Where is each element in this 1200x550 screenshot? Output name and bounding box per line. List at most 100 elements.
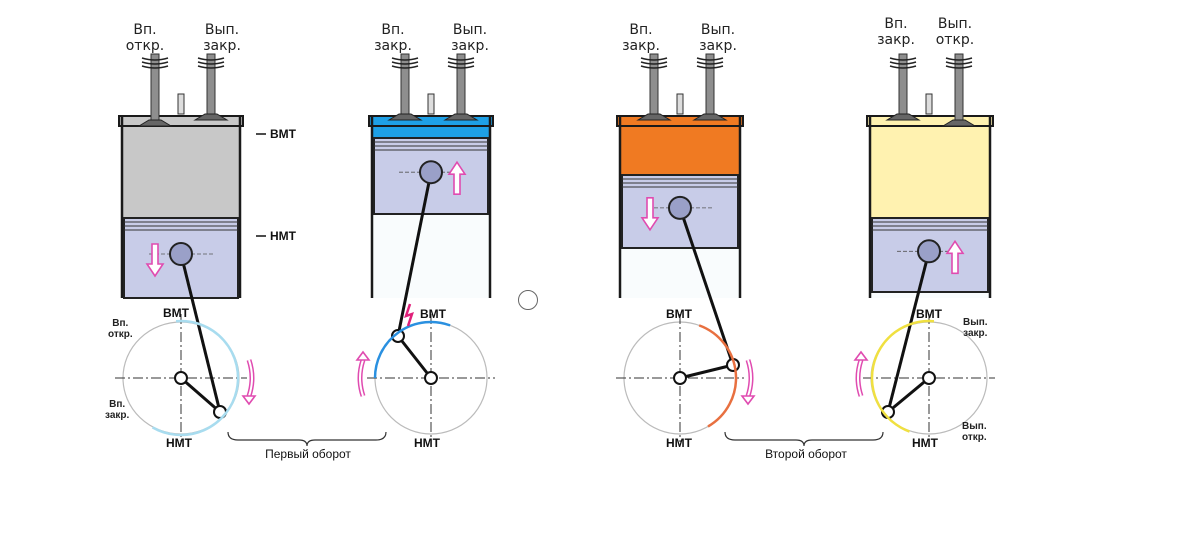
valve-head-intake-1 — [387, 113, 423, 121]
spark-plug-0 — [177, 93, 185, 115]
cylinder-head-0 — [118, 115, 244, 127]
wrist-pin-1 — [419, 160, 443, 185]
valve-spring-exhaust-1 — [447, 61, 475, 65]
wrist-pin-2 — [668, 195, 692, 220]
valve-spring-intake-1 — [391, 61, 419, 65]
crank-bdc-label-3: НМТ — [666, 436, 692, 450]
connecting-rod-0 — [179, 253, 222, 413]
second-revolution-brace — [724, 431, 884, 447]
piston-motion-arrow-2 — [640, 197, 660, 232]
rotation-arrowhead-2 — [740, 395, 756, 406]
valve-head-exhaust-2 — [692, 113, 728, 121]
second-revolution-label: Второй оборот — [765, 447, 847, 461]
crank-arm-2 — [679, 363, 734, 380]
rotation-arrowhead-0 — [241, 395, 257, 406]
cylinder-head-2 — [616, 115, 744, 127]
intake-valve-label-2: Вп.закр. — [374, 22, 412, 54]
combustion-chamber-2 — [620, 118, 740, 175]
crank-tdc-label-1: ВМТ — [163, 306, 189, 320]
connecting-rod-2 — [678, 207, 735, 366]
crank-tdc-label-3: ВМТ — [666, 307, 692, 321]
spark-plug-2 — [676, 93, 684, 115]
combustion-chamber-0 — [122, 118, 240, 218]
crank-bdc-label-4: НМТ — [912, 436, 938, 450]
valve-spring-intake-2 — [640, 57, 668, 61]
intake-valve-label-4: Вп.закр. — [877, 16, 915, 48]
crankshaft-center-2 — [673, 371, 687, 385]
valve-head-exhaust-1 — [443, 113, 479, 121]
radio-button[interactable] — [518, 290, 538, 310]
valve-head-intake-3 — [885, 113, 921, 121]
valve-head-intake-2 — [636, 113, 672, 121]
valve-head-exhaust-0 — [193, 113, 229, 121]
piston-motion-arrow-0 — [145, 243, 165, 278]
valve-spring-exhaust-2 — [696, 65, 724, 69]
valve-spring-exhaust-1 — [447, 57, 475, 61]
compression-arc — [373, 320, 451, 379]
exhaust-valve-label-2: Вып.закр. — [451, 22, 489, 54]
valve-spring-exhaust-0 — [197, 57, 225, 61]
connecting-rod-1 — [396, 171, 433, 337]
valve-head-exhaust-3 — [941, 119, 977, 127]
intake-valve-label-1: Вп.откр. — [125, 22, 165, 54]
valve-spring-intake-3 — [889, 61, 917, 65]
combustion-chamber-3 — [870, 118, 990, 218]
crank-arm-0 — [180, 376, 221, 414]
piston-motion-arrow-1 — [447, 160, 467, 195]
crankshaft-center-1 — [424, 371, 438, 385]
valve-spring-exhaust-0 — [197, 65, 225, 69]
exhaust-valve-label-4: Вып.откр. — [935, 16, 975, 48]
wrist-pin-3 — [917, 239, 941, 264]
connecting-rod-3 — [886, 250, 931, 413]
valve-spring-intake-2 — [640, 61, 668, 65]
exhaust-valve-label-1: Вып.закр. — [203, 22, 241, 54]
valve-spring-intake-3 — [889, 57, 917, 61]
crank-arm-1 — [396, 335, 433, 379]
valve-spring-intake-2 — [640, 65, 668, 69]
spark-plug-3 — [925, 93, 933, 115]
intake-close-note: Вп.закр. — [105, 399, 130, 421]
first-revolution-brace — [227, 431, 387, 447]
valve-head-intake-0 — [137, 119, 173, 127]
piston-motion-arrow-3 — [945, 239, 965, 275]
cylinder-head-1 — [368, 115, 494, 127]
spark-plug-1 — [427, 93, 435, 115]
bdc-side-label: НМТ — [270, 229, 296, 243]
rotation-arrow-inner-1 — [359, 359, 364, 397]
valve-spring-intake-0 — [141, 65, 169, 69]
valve-spring-exhaust-0 — [197, 61, 225, 65]
valve-spring-exhaust-3 — [945, 65, 973, 69]
rotation-arrowhead-3 — [853, 350, 869, 361]
valve-spring-intake-0 — [141, 57, 169, 61]
crank-tdc-label-4: ВМТ — [916, 307, 942, 321]
rotation-arrowhead-1 — [355, 350, 371, 361]
intake-valve-label-3: Вп.закр. — [622, 22, 660, 54]
exhaust-valve-label-3: Вып.закр. — [699, 22, 737, 54]
valve-spring-exhaust-2 — [696, 61, 724, 65]
crank-bdc-label-1: НМТ — [166, 436, 192, 450]
rotation-arrow-inner-0 — [248, 359, 253, 397]
cylinder-head-3 — [866, 115, 994, 127]
exhaust-arc — [870, 319, 935, 433]
crankshaft-center-0 — [174, 371, 188, 385]
valve-spring-exhaust-1 — [447, 65, 475, 69]
valve-spring-intake-1 — [391, 57, 419, 61]
intake-open-note: Вп.откр. — [108, 318, 133, 340]
exhaust-close-note: Вып.закр. — [963, 317, 988, 339]
valve-spring-exhaust-3 — [945, 57, 973, 61]
crank-pin-1 — [391, 329, 405, 343]
spark-icon — [404, 303, 414, 327]
valve-spring-intake-1 — [391, 65, 419, 69]
valve-spring-exhaust-2 — [696, 57, 724, 61]
rotation-arrow-inner-3 — [857, 359, 862, 397]
first-revolution-label: Первый оборот — [265, 447, 351, 461]
intake-arc — [151, 319, 240, 437]
crank-bdc-label-2: НМТ — [414, 436, 440, 450]
crank-tdc-label-2: ВМТ — [420, 307, 446, 321]
rotation-arrow-inner-2 — [747, 359, 752, 397]
tdc-side-label: ВМТ — [270, 127, 296, 141]
exhaust-open-note: Вып.откр. — [962, 421, 987, 443]
valve-spring-exhaust-3 — [945, 61, 973, 65]
valve-spring-intake-0 — [141, 61, 169, 65]
